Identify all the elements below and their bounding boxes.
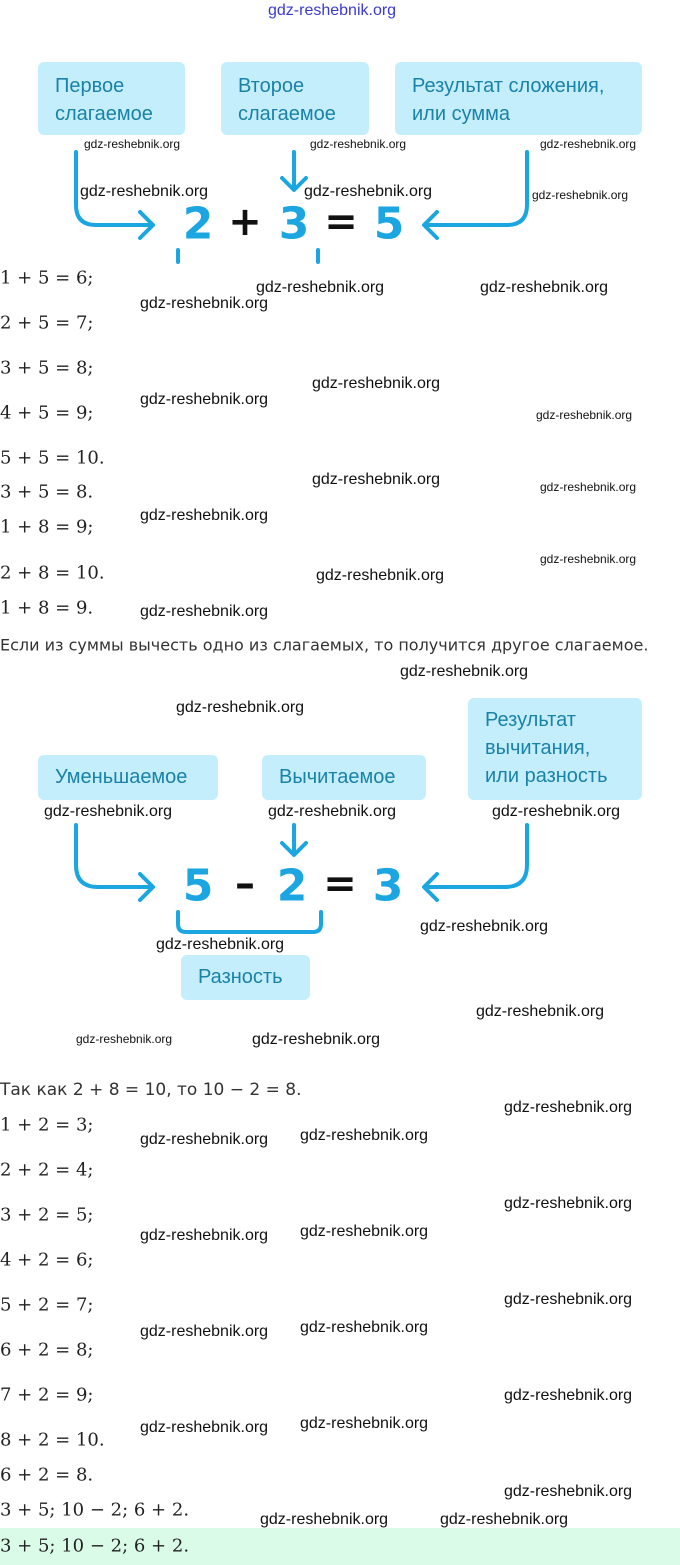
watermark: gdz-reshebnik.org: [84, 137, 181, 151]
plus-sign: +: [228, 199, 262, 245]
addition-arrows: [74, 150, 529, 264]
watermark: gdz-reshebnik.org: [310, 137, 407, 151]
watermark: gdz-reshebnik.org: [300, 1415, 429, 1432]
watermark: gdz-reshebnik.org: [300, 1223, 429, 1240]
watermark: gdz-reshebnik.org: [440, 1511, 569, 1528]
watermark: gdz-reshebnik.org: [140, 295, 269, 312]
answer-line: 3 + 5; 10 − 2; 6 + 2.: [0, 1535, 190, 1557]
watermark: gdz-reshebnik.org: [312, 375, 441, 392]
watermark: gdz-reshebnik.org: [504, 1099, 633, 1116]
subtraction-arrows: [74, 823, 529, 934]
watermark: gdz-reshebnik.org: [80, 183, 209, 200]
minuend-value: 5: [182, 860, 214, 912]
second-addend-label: Второе слагаемое: [221, 62, 369, 135]
subtrahend-value: 2: [276, 860, 308, 912]
watermark: gdz-reshebnik.org: [176, 699, 305, 716]
watermark: gdz-reshebnik.org: [140, 391, 269, 408]
math-line: 1 + 8 = 9;: [0, 516, 94, 538]
since-line: Так как 2 + 8 = 10, то 10 − 2 = 8.: [0, 1080, 302, 1100]
math-line: 3 + 2 = 5;: [0, 1204, 94, 1226]
addend-a: 2: [182, 198, 214, 250]
watermark: gdz-reshebnik.org: [260, 1511, 389, 1528]
math-line: 4 + 2 = 6;: [0, 1249, 94, 1271]
watermark: gdz-reshebnik.org: [252, 1031, 381, 1048]
math-line: 4 + 5 = 9;: [0, 402, 94, 424]
watermark: gdz-reshebnik.org: [476, 1003, 605, 1020]
math-line: 1 + 5 = 6;: [0, 267, 94, 289]
equals-sign: =: [323, 861, 357, 907]
math-line: 8 + 2 = 10.: [0, 1429, 105, 1451]
watermark: gdz-reshebnik.org: [504, 1195, 633, 1212]
watermark: gdz-reshebnik.org: [140, 1227, 269, 1244]
watermark: gdz-reshebnik.org: [420, 918, 549, 935]
math-line: 5 + 5 = 10.: [0, 447, 105, 469]
math-line: 2 + 2 = 4;: [0, 1159, 94, 1181]
watermark: gdz-reshebnik.org: [504, 1291, 633, 1308]
sum-value: 5: [373, 198, 405, 250]
math-line: 2 + 8 = 10.: [0, 562, 105, 584]
math-line: 5 + 2 = 7;: [0, 1294, 94, 1316]
math-line: 6 + 2 = 8.: [0, 1464, 94, 1486]
watermark: gdz-reshebnik.org: [140, 603, 269, 620]
watermark: gdz-reshebnik.org: [540, 137, 637, 151]
math-line: 2 + 5 = 7;: [0, 312, 94, 334]
watermark: gdz-reshebnik.org: [140, 1419, 269, 1436]
subtrahend-label: Вычитаемое: [262, 755, 426, 800]
answer-box: [0, 1528, 680, 1565]
watermark: gdz-reshebnik.org: [268, 803, 397, 820]
first-addend-label: Первое слагаемое: [38, 62, 185, 135]
watermark: gdz-reshebnik.org: [156, 936, 285, 953]
watermark: gdz-reshebnik.org: [44, 803, 173, 820]
watermark: gdz-reshebnik.org: [140, 1323, 269, 1340]
header-watermark: gdz-reshebnik.org: [268, 2, 397, 19]
watermark: gdz-reshebnik.org: [140, 1131, 269, 1148]
math-line: 6 + 2 = 8;: [0, 1339, 94, 1361]
rule-text: Если из суммы вычесть одно из слагаемых,…: [0, 635, 649, 655]
watermark: gdz-reshebnik.org: [300, 1319, 429, 1336]
math-line: 3 + 5; 10 − 2; 6 + 2.: [0, 1499, 190, 1521]
minus-sign: –: [235, 861, 255, 907]
watermark: gdz-reshebnik.org: [316, 567, 445, 584]
difference-result-label: Результат вычитания, или разность: [468, 698, 642, 800]
difference-value: 3: [372, 860, 404, 912]
watermark: gdz-reshebnik.org: [480, 279, 609, 296]
watermark: gdz-reshebnik.org: [504, 1483, 633, 1500]
math-line: 3 + 5 = 8;: [0, 357, 94, 379]
watermark: gdz-reshebnik.org: [312, 471, 441, 488]
minuend-label: Уменьшаемое: [38, 755, 218, 800]
watermark: gdz-reshebnik.org: [532, 188, 629, 202]
watermark: gdz-reshebnik.org: [400, 663, 529, 680]
sum-label: Результат сложения, или сумма: [395, 62, 642, 135]
watermark: gdz-reshebnik.org: [492, 803, 621, 820]
math-line: 1 + 8 = 9.: [0, 597, 94, 619]
difference-label: Разность: [181, 955, 310, 1000]
watermark: gdz-reshebnik.org: [304, 183, 433, 200]
watermark: gdz-reshebnik.org: [536, 408, 633, 422]
math-line: 1 + 2 = 3;: [0, 1114, 94, 1136]
watermark: gdz-reshebnik.org: [76, 1032, 173, 1046]
watermark: gdz-reshebnik.org: [540, 480, 637, 494]
equals-sign: =: [324, 199, 358, 245]
addend-b: 3: [278, 198, 310, 250]
watermark: gdz-reshebnik.org: [140, 507, 269, 524]
watermark: gdz-reshebnik.org: [256, 279, 385, 296]
watermark: gdz-reshebnik.org: [504, 1387, 633, 1404]
watermark: gdz-reshebnik.org: [300, 1127, 429, 1144]
math-line: 7 + 2 = 9;: [0, 1384, 94, 1406]
math-line: 3 + 5 = 8.: [0, 481, 94, 503]
watermark: gdz-reshebnik.org: [540, 552, 637, 566]
